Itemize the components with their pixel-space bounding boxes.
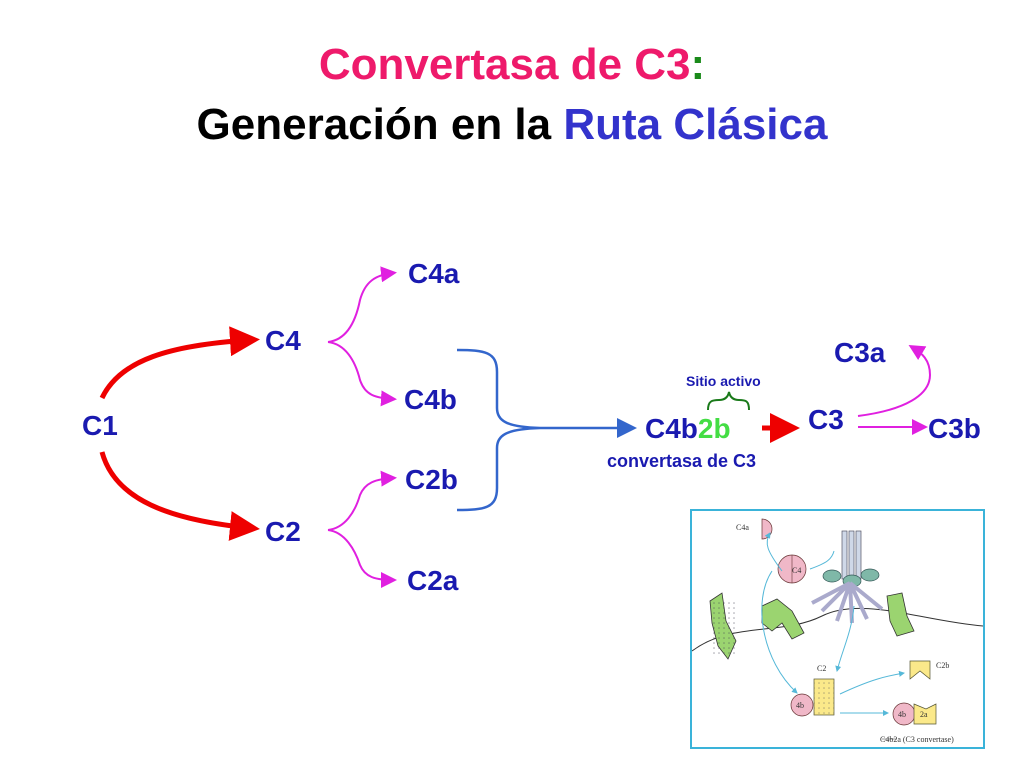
- antigen-mid: [761, 598, 805, 640]
- node-c2: C2: [265, 516, 301, 547]
- antigen-right: [886, 592, 915, 637]
- inset-4b-left: 4b: [796, 701, 804, 710]
- node-c4b: C4b: [404, 384, 457, 415]
- c4a-fragment: [761, 518, 773, 540]
- bracket-c4b-c2b: [456, 348, 541, 512]
- complex-c4b2b: C4b2b: [645, 413, 731, 445]
- node-c4a: C4a: [408, 258, 460, 289]
- inset-illustration: C4a C4 C2 C2b 4b 4b 2a C4b2a (C3 convert…: [690, 509, 985, 749]
- node-c2b: C2b: [405, 464, 458, 495]
- node-c3: C3: [808, 404, 844, 435]
- node-c3b: C3b: [928, 413, 981, 444]
- arrow-c2-to-c2b: [327, 470, 397, 531]
- title-convertasa: Convertasa de C3: [318, 40, 691, 89]
- arrow-c3-to-c3a: [857, 344, 932, 417]
- inset-drawing: [692, 518, 983, 740]
- inset-caption: C4b2a (C3 convertase): [880, 735, 954, 744]
- title-colon: :: [690, 40, 706, 89]
- title-line-1: Convertasa de C3:: [0, 40, 1024, 90]
- inset-c4: C4: [792, 566, 802, 575]
- complex-2b: 2b: [697, 413, 731, 444]
- title-generacion: Generación en la: [196, 100, 552, 149]
- title-line-2: Generación en la Ruta Clásica: [0, 100, 1024, 150]
- c1-complex: [811, 530, 884, 624]
- node-c4: C4: [265, 325, 301, 356]
- title-ruta-clasica: Ruta Clásica: [563, 100, 828, 149]
- inset-2a: 2a: [920, 710, 928, 719]
- c4b-left: [790, 693, 814, 717]
- inset-c4a: C4a: [736, 523, 749, 532]
- active-site-brace: [707, 391, 750, 411]
- inset-4b-right: 4b: [898, 710, 906, 719]
- arrow-c1-to-c2: [99, 451, 260, 541]
- inset-c2: C2: [817, 664, 827, 673]
- active-site-label: Sitio activo: [686, 373, 761, 389]
- convertase-label: convertasa de C3: [607, 451, 757, 471]
- c2a-fragment: [913, 703, 937, 725]
- inset-c2b: C2b: [936, 661, 950, 670]
- node-c1: C1: [82, 410, 118, 441]
- node-c2a: C2a: [407, 565, 459, 596]
- c2b-fragment: [909, 660, 931, 680]
- arrow-c4-to-c4b: [327, 341, 397, 407]
- arrow-c4-to-c4a: [327, 266, 397, 343]
- arrow-c1-to-c4: [99, 326, 260, 400]
- arrow-c2-to-c2a: [327, 529, 397, 588]
- complex-c4b: C4b: [645, 413, 698, 444]
- node-c3a: C3a: [834, 337, 886, 368]
